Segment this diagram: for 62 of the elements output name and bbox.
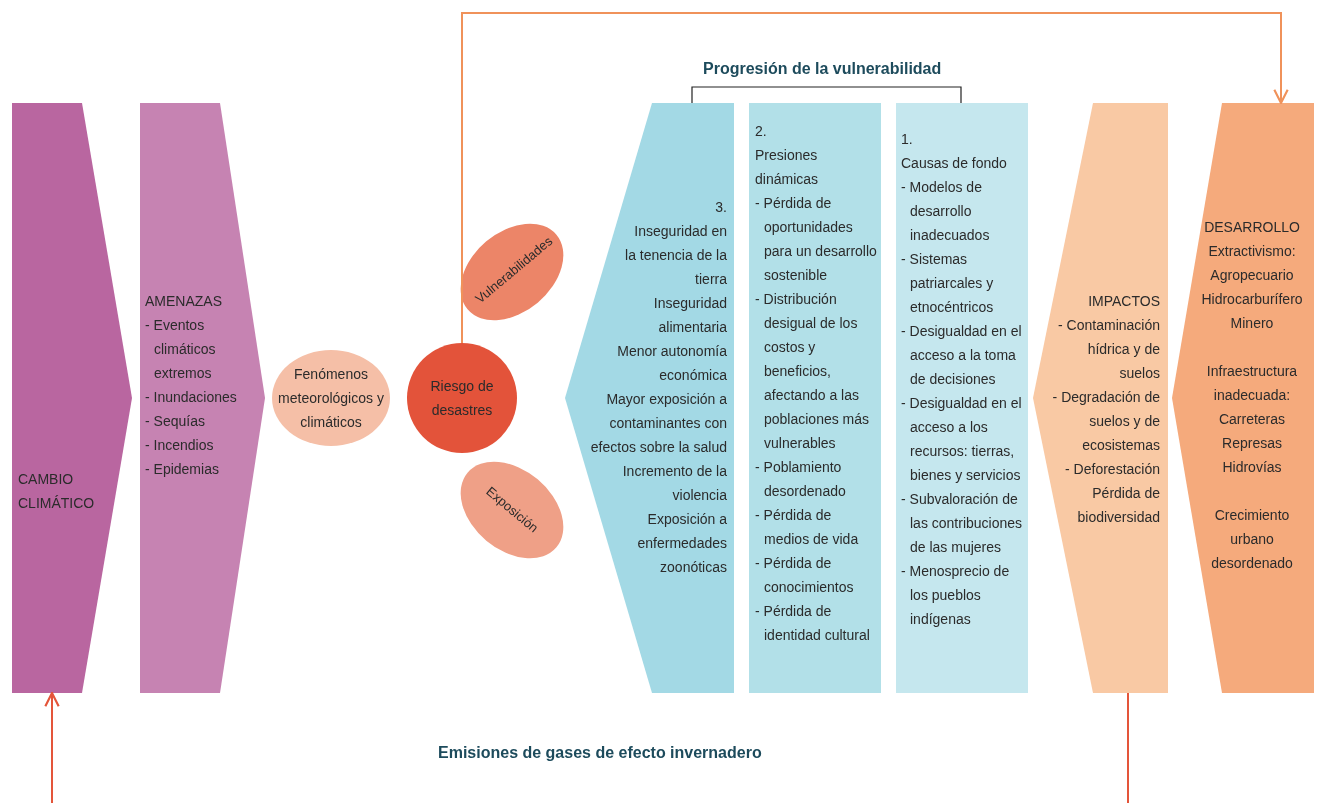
- panel-text: - Pérdida de conocimientos: [755, 554, 855, 597]
- panel-text: Inseguridad en la tenencia de la tierra: [625, 222, 727, 289]
- panel-text: Mayor exposición a contaminantes con efectos sobre la salud: [589, 390, 727, 457]
- circle-bubble: [407, 343, 517, 453]
- panel-text: Represas: [1221, 434, 1283, 453]
- panel-text: Hidrovías: [1221, 458, 1283, 477]
- panel-text: - Menosprecio de los pueblos indígenas: [901, 562, 1011, 629]
- panel-heading: AMENAZAS: [145, 292, 223, 311]
- panel-text: - Pérdida de oportunidades para un desarrollo sostenible: [755, 194, 878, 285]
- chevron-panel: [1172, 103, 1314, 693]
- panel-text: - Sequías: [145, 412, 206, 431]
- panel-text: Incremento de la violencia: [621, 462, 727, 505]
- panel-text: Hidrocarburífero: [1200, 290, 1304, 309]
- panel-text: Agropecuario: [1209, 266, 1295, 285]
- panel-text: - Pérdida de medios de vida: [755, 506, 860, 549]
- arrow: [44, 691, 60, 803]
- panel-text: - Poblamiento desordenado: [755, 458, 847, 501]
- panel-text: - Eventos climáticos extremos: [145, 316, 217, 383]
- column-panel: [749, 103, 881, 693]
- chevron-panel: [1033, 103, 1168, 693]
- panel-text: - Distribución desigual de los costos y beneficios, afectando a las poblaciones más vulnerables: [755, 290, 871, 453]
- panel-text: Carreteras: [1217, 410, 1287, 429]
- column-panel: [896, 103, 1028, 693]
- panel-heading: 3.: [714, 198, 727, 217]
- panel-text: - Epidemias: [145, 460, 220, 479]
- chevron-panel: [565, 103, 734, 693]
- panel-text: - Degradación de suelos y de ecosistemas: [1051, 388, 1160, 455]
- panel-heading: 2.: [755, 122, 768, 141]
- chevron-panel: [140, 103, 265, 693]
- ellipse-bubble: [272, 350, 390, 446]
- panel-text: - Deforestación: [1064, 460, 1160, 479]
- panel-text: - Subvaloración de las contribuciones de las mujeres: [901, 490, 1024, 557]
- panel-text: - Desigualdad en el acceso a la toma de decisiones: [901, 322, 1023, 389]
- panel-text: Pérdida de biodiversidad: [1076, 484, 1160, 527]
- chevron-panel: [12, 103, 132, 693]
- arrow: [461, 12, 1289, 344]
- panel-text: Causas de fondo: [901, 154, 1008, 173]
- panel-text: - Desigualdad en el acceso a los recursos: tierras, bienes y servicios: [901, 394, 1023, 485]
- panel-text: Extractivismo:: [1207, 242, 1297, 261]
- panel-text: Exposición a enfermedades zoonóticas: [636, 510, 727, 577]
- panel-text: Menor autonomía económica: [616, 342, 727, 385]
- bubble-label: Fenómenos meteorológicos y climáticos: [278, 365, 384, 432]
- bubble-label: Riesgo de desastres: [429, 377, 495, 420]
- panel-text: Minero: [1229, 314, 1275, 333]
- ellipse-bubble: [461, 224, 563, 320]
- panel-text: - Sistemas patriarcales y etnocéntricos: [901, 250, 995, 317]
- panel-text: - Modelos de desarrollo inadecuados: [901, 178, 991, 245]
- panel-heading: IMPACTOS: [1087, 292, 1160, 311]
- panel-heading: CAMBIO CLIMÁTICO: [18, 470, 96, 513]
- flow-label: Emisiones de gases de efecto invernadero: [438, 744, 762, 762]
- panel-text: Crecimiento urbano desordenado: [1210, 506, 1294, 573]
- bracket-title: Progresión de la vulnerabilidad: [703, 60, 942, 78]
- panel-text: Inseguridad alimentaria: [652, 294, 727, 337]
- panel-text: - Contaminación hídrica y de suelos: [1057, 316, 1160, 383]
- panel-text: Infraestructura inadecuada:: [1205, 362, 1299, 405]
- panel-text: - Inundaciones: [145, 388, 238, 407]
- panel-heading: DESARROLLO: [1203, 218, 1301, 237]
- panel-text: - Pérdida de identidad cultural: [755, 602, 871, 645]
- panel-heading: 1.: [901, 130, 914, 149]
- ellipse-bubble: [461, 462, 563, 558]
- panel-text: Presiones dinámicas: [755, 146, 820, 189]
- panel-text: - Incendios: [145, 436, 215, 455]
